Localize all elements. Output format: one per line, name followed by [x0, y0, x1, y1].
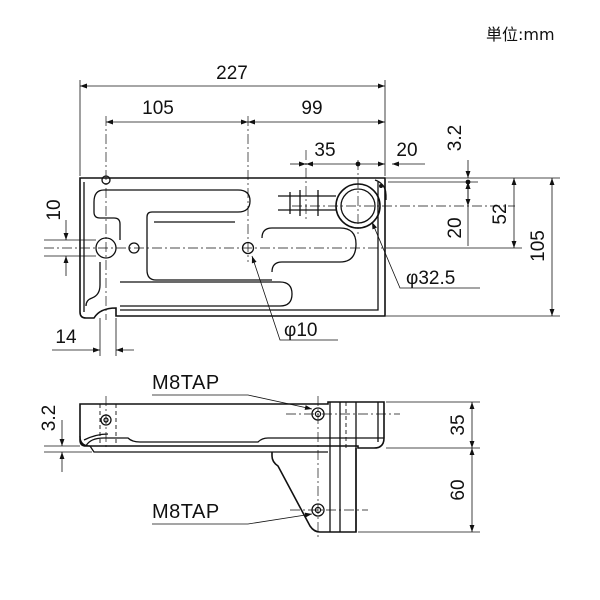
callout-pipe-dia: φ32.5	[406, 268, 455, 289]
side-plate-line	[79, 435, 91, 447]
clamp-ear	[374, 179, 387, 200]
dim-52: 52	[490, 203, 511, 224]
dim-105-left: 105	[142, 98, 174, 119]
leader-pipe	[371, 221, 480, 289]
dim-227: 227	[216, 63, 248, 84]
dim-14: 14	[55, 327, 77, 348]
side-bend	[85, 437, 356, 447]
side-view: 35 60 3.2 M8TAP M8TAP	[39, 372, 480, 540]
middle-relief	[146, 217, 272, 281]
clamp-bolt	[278, 190, 336, 216]
callout-hole-dia: φ10	[284, 320, 317, 341]
dim-dot-35	[355, 161, 361, 167]
callout-tap-top: M8TAP	[152, 372, 220, 394]
upper-slot	[104, 189, 251, 218]
side-lip	[89, 445, 328, 453]
dim-3-2-top: 3.2	[445, 125, 466, 151]
unit-label: 単位:mm	[486, 25, 555, 44]
side-body	[79, 401, 385, 449]
dim-side-3-2: 3.2	[39, 405, 60, 431]
dim-side-60: 60	[448, 479, 469, 500]
dim-20-right: 20	[445, 217, 466, 238]
plate-outline	[79, 177, 386, 319]
dim-side-35: 35	[448, 414, 469, 435]
top-view: 227 105 99 35 20 3.2 20 52 105	[44, 63, 560, 356]
callout-tap-bottom: M8TAP	[152, 501, 220, 523]
plate-inner-edge	[120, 182, 379, 311]
clamp-pin	[379, 184, 383, 188]
dim-20-top: 20	[396, 140, 417, 161]
middle-relief-right	[261, 227, 357, 273]
lower-slot	[120, 281, 293, 307]
dim-10-left: 10	[44, 199, 65, 220]
upper-slot-left	[93, 189, 121, 240]
leader-tap-top	[152, 394, 313, 410]
leader-hole	[251, 255, 338, 341]
side-vertical-bracket	[271, 448, 357, 533]
dim-35: 35	[314, 140, 335, 161]
dim-99: 99	[301, 98, 322, 119]
lower-slot-left	[85, 262, 101, 307]
dim-105-right: 105	[528, 230, 549, 262]
leader-tap-bottom	[152, 512, 313, 525]
